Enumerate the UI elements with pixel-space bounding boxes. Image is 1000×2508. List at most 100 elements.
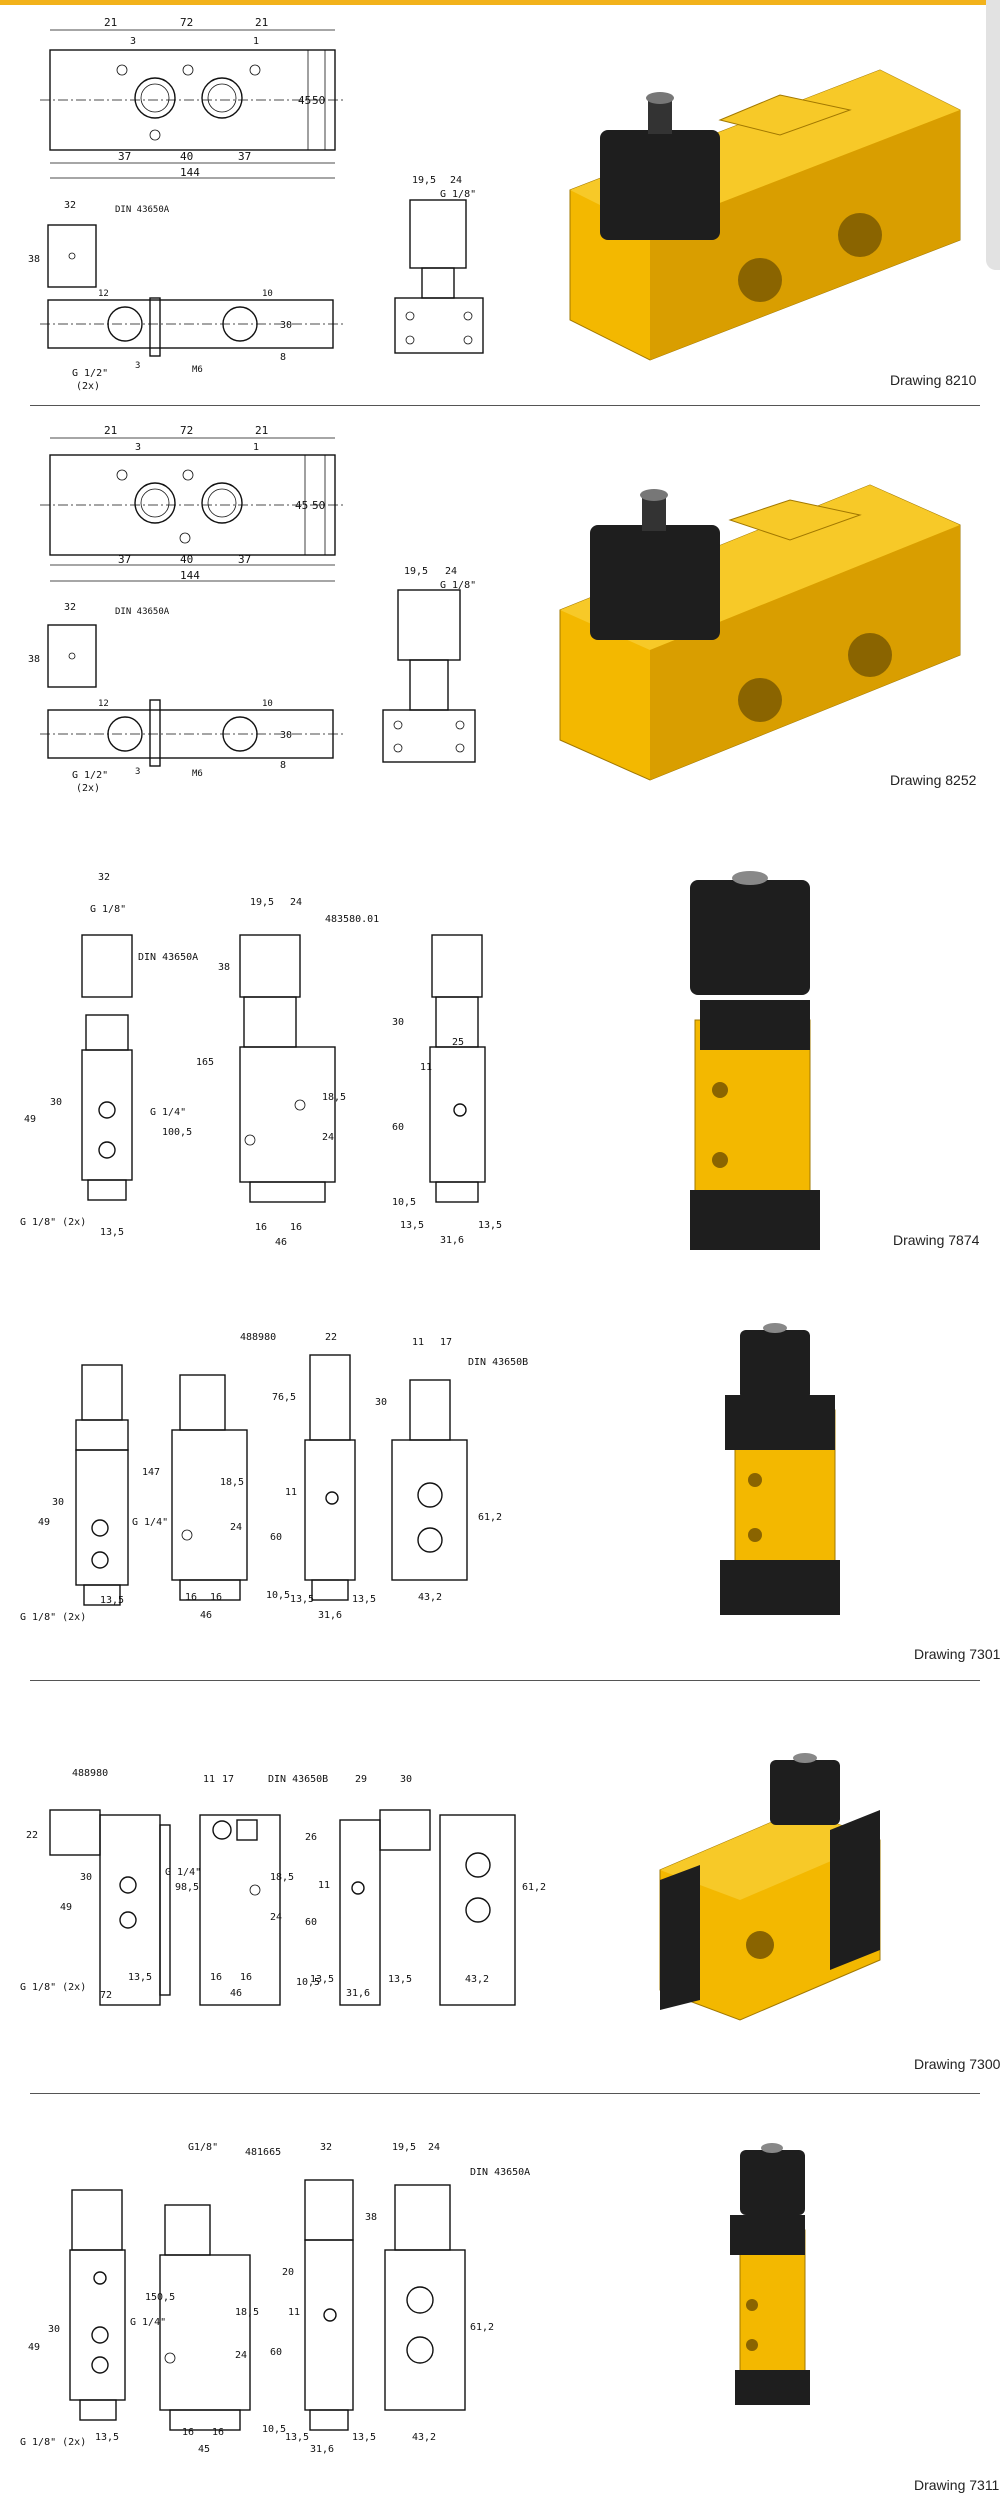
dim-label: 12 (98, 289, 109, 299)
dim-label: DIN 43650B (468, 1357, 528, 1368)
dim-label: 49 (38, 1517, 50, 1528)
dim-label: 488980 (240, 1332, 276, 1343)
dim-label: 30 (400, 1774, 412, 1785)
drawing-caption: Drawing 7311 (914, 2477, 1000, 2493)
dim-label: G 1/4" (130, 2317, 166, 2328)
dim-label: 30 (48, 2324, 60, 2335)
dim-label: 49 (28, 2342, 40, 2353)
technical-drawing-8252: 21 72 21 3 1 45 50 37 40 37 144 32 DIN 4… (28, 424, 961, 794)
valve-3d-illustration (690, 871, 820, 1250)
dim-label: 24 (445, 566, 457, 577)
dim-label: 37 (118, 150, 131, 163)
dim-label: DIN 43650A (115, 607, 170, 617)
dim-label: G 1/8" (2x) (20, 1217, 86, 1228)
dim-label: 46 (275, 1237, 287, 1248)
drawing-section-7874: 32 G 1/8" DIN 43650A G 1/4" 100,5 165 49… (0, 860, 1000, 1280)
section-divider (30, 2093, 980, 2094)
dim-label: 1 (253, 36, 259, 47)
dim-label: 10,5 (392, 1197, 416, 1208)
dim-label: 24 (230, 1522, 242, 1533)
dim-label: 72 (180, 424, 193, 437)
drawing-section-7300: 488980 22 49 30 G 1/4" 98,5 G 1/8" (2x) … (0, 1700, 1000, 2080)
dim-label: M6 (192, 769, 203, 779)
dim-label: 31,6 (346, 1988, 370, 1999)
dim-label: 13,5 (95, 2432, 119, 2443)
technical-drawing-7311: 30 49 G 1/4" 150,5 G 1/8" (2x) 13,5 G1/8… (20, 2142, 810, 2455)
dim-label: 60 (392, 1122, 404, 1133)
dim-label: 46 (200, 1610, 212, 1621)
dim-label: DIN 43650A (470, 2167, 530, 2178)
dim-label: 32 (64, 200, 76, 211)
technical-drawing-8210: 21 72 21 3 1 45 50 37 40 37 144 32 DIN 4… (28, 16, 961, 392)
dim-label: 30 (80, 1872, 92, 1883)
dim-label: 10 (262, 289, 273, 299)
valve-3d-illustration (569, 69, 961, 361)
dim-label: 32 (98, 872, 110, 883)
section-divider (30, 405, 980, 406)
dim-label: DIN 43650A (115, 205, 170, 215)
dim-label: (2x) (76, 783, 100, 794)
dim-label: DIN 43650B (268, 1774, 328, 1785)
dim-label: G 1/8" (2x) (20, 2437, 86, 2448)
dim-label: 37 (118, 553, 131, 566)
dim-label: 19,5 (404, 566, 428, 577)
dim-label: 24 (450, 175, 462, 186)
dim-label: 98,5 (175, 1882, 199, 1893)
dim-label: 21 (255, 16, 268, 29)
dim-label: 13,5 (100, 1595, 124, 1606)
dim-label: 24 (428, 2142, 440, 2153)
dim-label: 13,5 (388, 1974, 412, 1985)
dim-label: G 1/4" (165, 1867, 201, 1878)
dim-label: 38 (28, 254, 40, 265)
dim-label: 13,5 (352, 2432, 376, 2443)
dim-label: 50 (312, 94, 325, 107)
dim-label: 3 (135, 361, 140, 371)
drawing-section-7301: 49 30 G 1/4" 147 G 1/8" (2x) 13,5 488980… (0, 1300, 1000, 1680)
dim-label: G 1/8" (90, 904, 126, 915)
dim-label: 11 (203, 1774, 215, 1785)
technical-drawing-7300: 488980 22 49 30 G 1/4" 98,5 G 1/8" (2x) … (20, 1753, 881, 2021)
dim-label: 31,6 (310, 2444, 334, 2455)
dim-label: 72 (100, 1990, 112, 2001)
dim-label: G 1/4" (150, 1107, 186, 1118)
dim-label: 11 (288, 2307, 300, 2318)
dim-label: 19,5 (250, 897, 274, 908)
drawing-caption: Drawing 8252 (890, 772, 977, 788)
dim-label: 10,5 (296, 1977, 320, 1988)
dim-label: 22 (325, 1332, 337, 1343)
dim-label: 100,5 (162, 1127, 192, 1138)
dim-label: 147 (142, 1467, 160, 1478)
dim-label: 11 (285, 1487, 297, 1498)
dim-label: G1/8" (188, 2142, 218, 2153)
technical-drawing-7874: 32 G 1/8" DIN 43650A G 1/4" 100,5 165 49… (20, 871, 820, 1250)
dim-label: 18,5 (322, 1092, 346, 1103)
dim-label: G 1/4" (132, 1517, 168, 1528)
page-edge-tab (986, 0, 1000, 270)
dim-label: 31,6 (440, 1235, 464, 1246)
valve-3d-illustration (559, 484, 961, 781)
dim-label: 30 (50, 1097, 62, 1108)
dim-label: 61,2 (522, 1882, 546, 1893)
dim-label: 13,5 (100, 1227, 124, 1238)
dim-label: 40 (180, 553, 193, 566)
dim-label: 30 (280, 320, 292, 331)
dim-label: 46 (230, 1988, 242, 1999)
drawing-section-8252: 21 72 21 3 1 45 50 37 40 37 144 32 DIN 4… (0, 410, 1000, 810)
dim-label: 3 (135, 442, 141, 453)
dim-label: 49 (24, 1114, 36, 1125)
dim-label: 16 (240, 1972, 252, 1983)
dim-label: (2x) (76, 381, 100, 392)
dim-label: 165 (196, 1057, 214, 1068)
dim-label: 10,5 (262, 2424, 286, 2435)
valve-3d-illustration (730, 2143, 810, 2405)
dim-label: 72 (180, 16, 193, 29)
technical-drawing-7301: 49 30 G 1/4" 147 G 1/8" (2x) 13,5 488980… (20, 1323, 840, 1623)
dim-label: 483580.01 (325, 914, 379, 925)
dim-label: 43,2 (412, 2432, 436, 2443)
top-accent-bar (0, 0, 1000, 5)
dim-label: 12 (98, 699, 109, 709)
dim-label: 24 (322, 1132, 334, 1143)
dim-label: 24 (290, 897, 302, 908)
dim-label: 19,5 (392, 2142, 416, 2153)
dim-label: 16 (210, 1972, 222, 1983)
